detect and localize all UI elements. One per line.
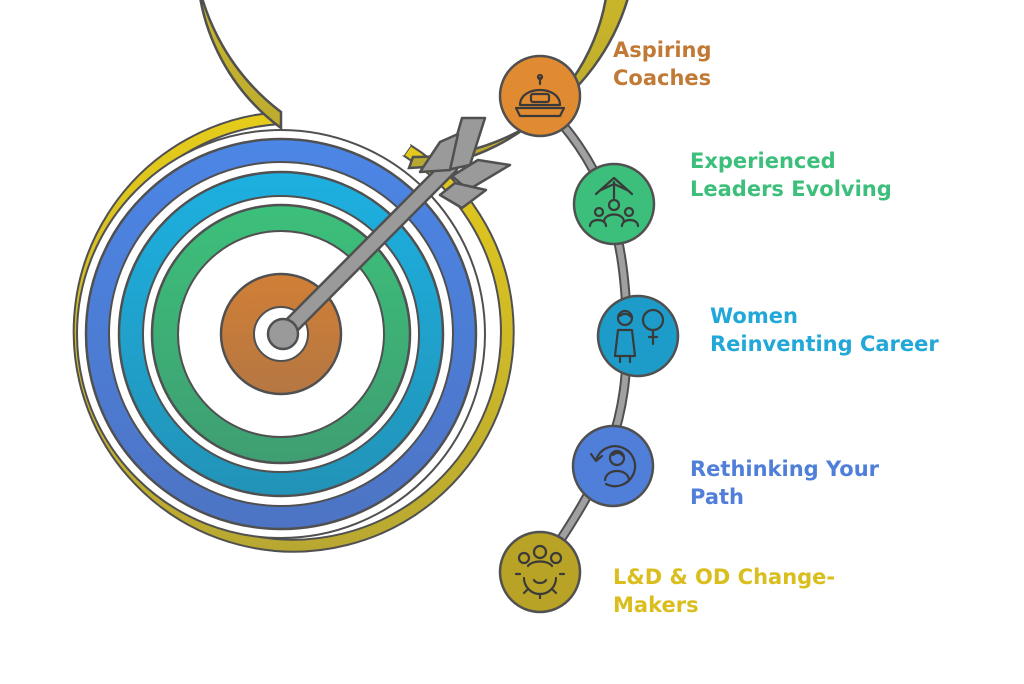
label-line-1: Aspiring [613,38,712,62]
circle-experienced-leaders [572,162,656,246]
circle-rethinking-path [571,424,655,508]
label-women-reinventing: Women Reinventing Career [710,302,939,358]
label-line-1: Rethinking Your [690,457,880,481]
label-line-2: Leaders Evolving [690,177,892,201]
coach-cap-icon [514,73,566,118]
label-aspiring-coaches: Aspiring Coaches [613,36,712,92]
label-line-1: Women [710,304,798,328]
label-line-2: Path [690,485,744,509]
label-line-2: Makers [613,593,699,617]
label-line-1: L&D & OD Change- [613,565,836,589]
woman-reinvent-icon [613,308,665,364]
outer-yellow-ring-fill [281,111,411,156]
label-experienced-leaders: Experienced Leaders Evolving [690,147,892,203]
yellow-band [199,0,629,170]
label-rethinking-path: Rethinking Your Path [690,455,879,511]
label-line-2: Coaches [613,66,712,90]
arrow [266,116,512,351]
change-makers-icon [514,544,566,600]
label-change-makers: L&D & OD Change- Makers [613,563,835,619]
rethink-path-icon [589,445,637,488]
circle-aspiring-coaches [498,54,582,138]
label-line-1: Experienced [690,149,836,173]
label-line-2: Reinventing Career [710,332,939,356]
leaders-growth-icon [588,176,640,228]
circle-women-reinventing [596,294,680,378]
circle-change-makers [498,530,582,614]
